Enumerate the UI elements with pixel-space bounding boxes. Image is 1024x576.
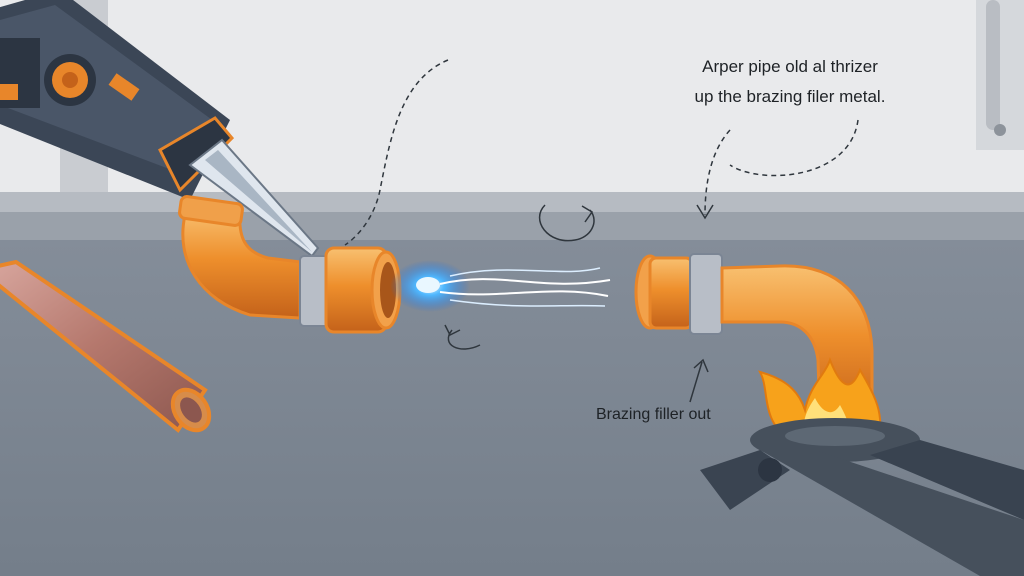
arrow-icon xyxy=(344,59,859,403)
flame-icon xyxy=(390,260,611,312)
pliers-icon xyxy=(700,418,1024,576)
counter-edge xyxy=(0,192,1024,212)
torch-icon xyxy=(0,0,320,258)
annotation-top: Arper pipe old al thrizer up the brazing… xyxy=(660,52,920,112)
copper-pipe-icon xyxy=(0,259,212,433)
annotation-top-line2: up the brazing filer metal. xyxy=(694,87,886,106)
copper-elbow-icon xyxy=(178,195,402,334)
annotation-bottom: Brazing filler out xyxy=(596,406,711,423)
annotation-top-line1: Arper pipe old al thrizer xyxy=(702,57,878,76)
